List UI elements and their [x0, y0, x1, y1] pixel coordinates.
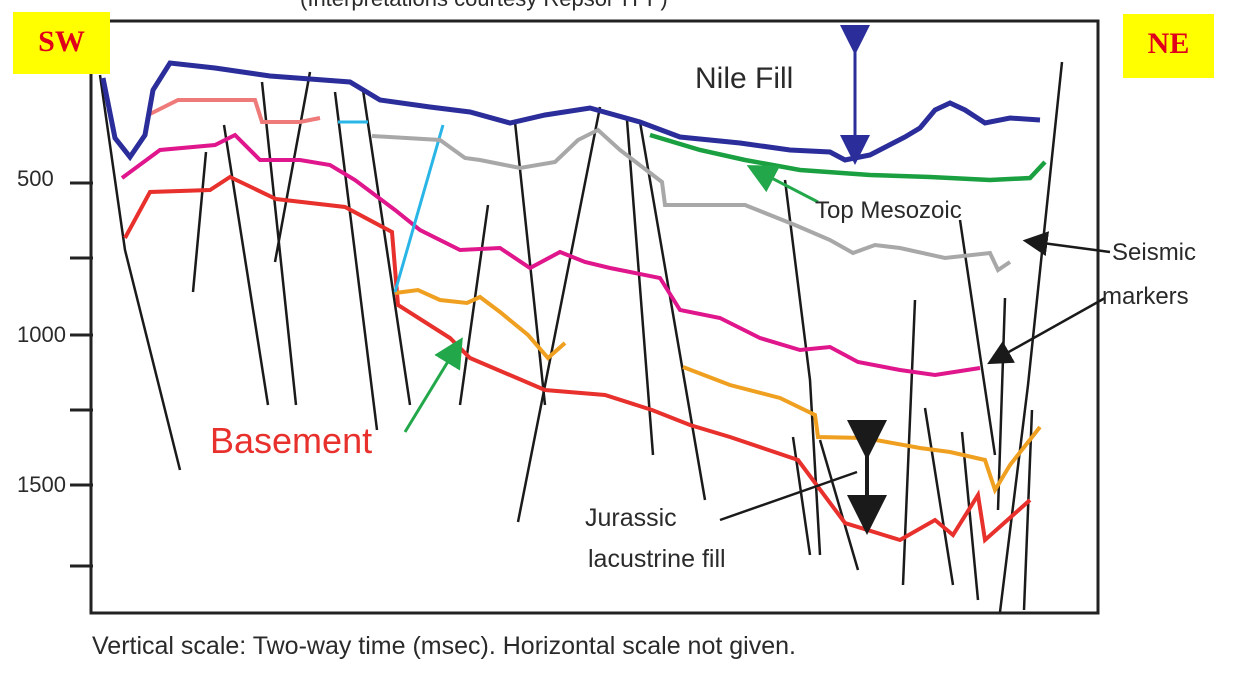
orange-horizon-right — [682, 365, 1042, 495]
seismic-arrow-upper — [1022, 231, 1111, 257]
faults — [98, 61, 1064, 613]
direction-badge-sw: SW — [13, 12, 110, 74]
orange-horizon — [394, 287, 567, 361]
axis-tick-label: 1000 — [17, 322, 66, 347]
nile-fill-horizon — [100, 60, 1041, 163]
scale-caption: Vertical scale: Two-way time (msec). Hor… — [92, 632, 796, 660]
seismic-markers-label-line1: Seismic — [1112, 239, 1197, 266]
seismic-arrow-lower — [987, 296, 1106, 365]
jurassic-label-line2: lacustrine fill — [588, 545, 726, 573]
top-mesozoic-arrow — [746, 165, 819, 204]
basement-label: Basement — [210, 420, 373, 461]
section-frame — [89, 19, 1100, 615]
salmon-horizon — [147, 98, 321, 124]
cyan-fault-line — [393, 124, 445, 293]
jurassic-pointer — [719, 470, 858, 522]
grey-horizon — [371, 127, 1012, 273]
left-axis — [70, 181, 93, 568]
seismic-markers-label-line2: markers — [1102, 283, 1189, 310]
basement-arrow — [403, 337, 463, 433]
top-mesozoic-label: Top Mesozoic — [815, 197, 962, 224]
nile-fill-label: Nile Fill — [695, 62, 794, 95]
axis-tick-label: 1500 — [17, 472, 66, 497]
basement-horizon — [123, 174, 1032, 544]
pink-horizon — [120, 132, 981, 378]
direction-badge-ne: NE — [1123, 14, 1214, 78]
axis-tick-label: 500 — [17, 166, 54, 191]
top-mesozoic-horizon — [649, 132, 1047, 183]
figure-title-partial: (Interpretations courtesy Repsol YPF) — [300, 0, 668, 12]
jurassic-label-line1: Jurassic — [585, 504, 677, 532]
